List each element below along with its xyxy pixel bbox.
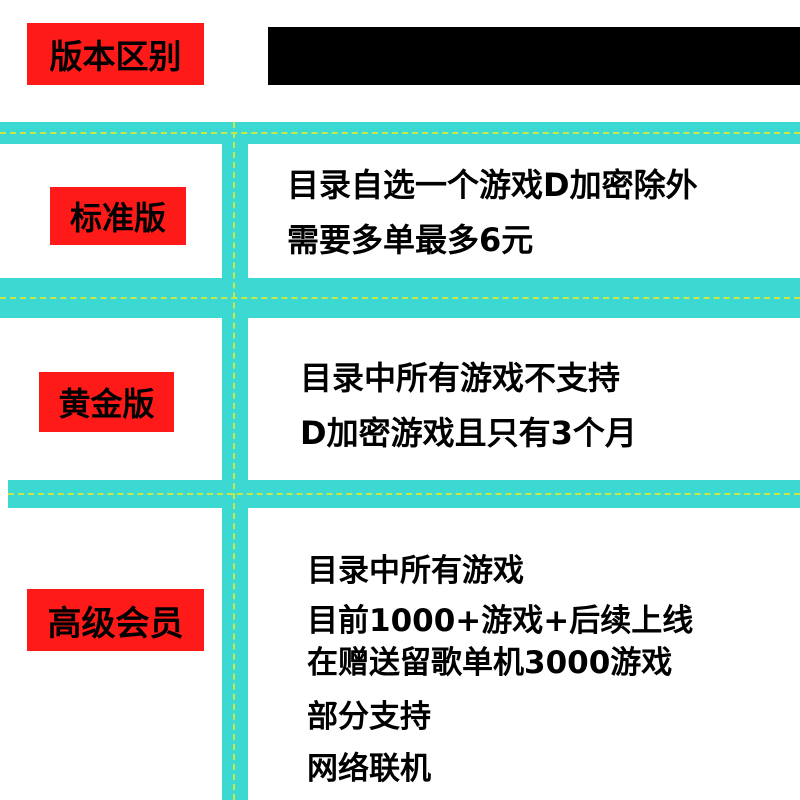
grid-dash-middle bbox=[0, 297, 800, 299]
premium-member-line-4: 部分支持 bbox=[307, 699, 431, 735]
redacted-bar bbox=[268, 27, 800, 85]
premium-member-label: 高级会员 bbox=[27, 589, 204, 651]
gold-edition-line-2: D加密游戏且只有3个月 bbox=[300, 414, 637, 452]
gold-edition-label: 黄金版 bbox=[39, 372, 174, 432]
premium-member-line-3: 在赠送留歌单机3000游戏 bbox=[307, 645, 673, 681]
grid-dash-lower bbox=[8, 493, 800, 495]
standard-edition-line-2: 需要多单最多6元 bbox=[287, 221, 534, 259]
premium-member-line-1: 目录中所有游戏 bbox=[307, 553, 524, 589]
grid-dash-top bbox=[0, 132, 800, 134]
standard-edition-line-1: 目录自选一个游戏D加密除外 bbox=[287, 166, 698, 204]
premium-member-line-5: 网络联机 bbox=[307, 751, 431, 787]
grid-line-vertical bbox=[222, 122, 248, 800]
standard-edition-label: 标准版 bbox=[50, 187, 186, 245]
version-compare-label: 版本区别 bbox=[27, 23, 204, 85]
grid-dash-vertical bbox=[233, 122, 235, 800]
premium-member-line-2: 目前1000+游戏+后续上线 bbox=[307, 603, 694, 639]
gold-edition-line-1: 目录中所有游戏不支持 bbox=[300, 359, 621, 397]
